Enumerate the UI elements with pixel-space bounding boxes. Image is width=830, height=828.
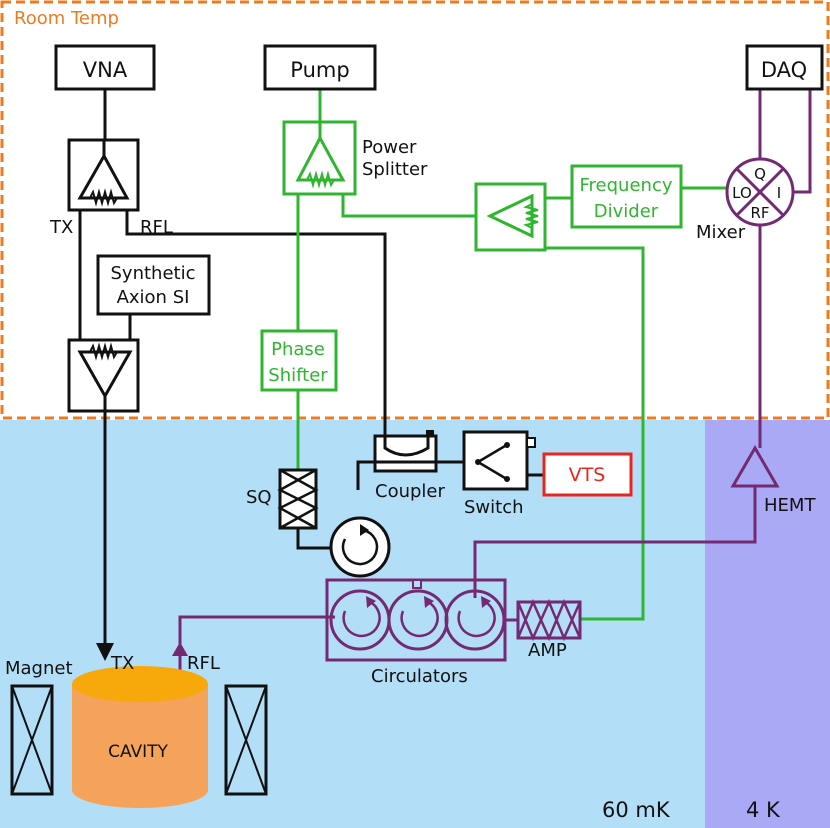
power-splitter <box>282 120 357 196</box>
zone-4k <box>705 420 830 828</box>
4k-label: 4 K <box>746 798 781 822</box>
vna-splitter <box>67 138 140 212</box>
mixer-lo-label: LO <box>732 184 752 202</box>
green-wiring <box>296 89 727 621</box>
magnet-left <box>10 684 54 796</box>
rfl-cavity-label: RFL <box>187 653 220 674</box>
black-wiring <box>78 89 544 661</box>
amp-label: AMP <box>528 640 567 661</box>
synthetic-label-1: Synthetic <box>111 263 196 284</box>
synthetic-axion-box[interactable]: Synthetic Axion SI <box>96 254 211 316</box>
power-splitter-label-2: Splitter <box>362 159 428 180</box>
coupler <box>373 430 438 473</box>
mixer-q-label: Q <box>754 165 766 183</box>
phase-label-1: Phase <box>271 339 325 360</box>
switch-label: Switch <box>464 497 524 518</box>
zone-room-temp <box>0 0 830 420</box>
pump-label: Pump <box>290 58 349 82</box>
synthetic-label-2: Axion SI <box>117 287 190 308</box>
green-splitter-right <box>474 182 547 252</box>
vts-box[interactable]: VTS <box>542 452 633 497</box>
rfl-top-label: RFL <box>140 217 173 238</box>
hemt-label: HEMT <box>764 495 816 516</box>
mixer-rf-label: RF <box>750 204 769 222</box>
circulators-label: Circulators <box>371 666 468 687</box>
circulators-block <box>325 578 507 662</box>
tx-cavity-label: TX <box>110 653 134 674</box>
power-splitter-label-1: Power <box>362 137 417 158</box>
sq-block <box>277 468 319 530</box>
circulator-single <box>329 516 391 578</box>
cavity-label: CAVITY <box>108 742 168 762</box>
magnet-right <box>224 684 268 796</box>
coupler-label: Coupler <box>375 481 445 502</box>
mixer-label: Mixer <box>696 222 746 243</box>
cavity: CAVITY <box>72 666 208 808</box>
purple-wiring <box>172 89 812 690</box>
frequency-divider-box[interactable]: Frequency Divider <box>570 164 683 229</box>
tx-top-label: TX <box>49 217 73 238</box>
magnet-label: Magnet <box>5 658 73 679</box>
vna-label: VNA <box>83 58 128 82</box>
phase-label-2: Shifter <box>268 365 328 386</box>
daq-box[interactable]: DAQ <box>745 44 824 91</box>
freq-divider-label-1: Frequency <box>580 175 673 196</box>
60mk-label: 60 mK <box>602 798 671 822</box>
mixer: Q I LO RF <box>725 157 795 227</box>
phase-shifter-box[interactable]: Phase Shifter <box>260 329 338 392</box>
mixer-i-label: I <box>777 184 781 202</box>
lower-combiner <box>67 338 140 413</box>
sq-label: SQ <box>246 487 272 508</box>
vts-label: VTS <box>569 464 606 486</box>
freq-divider-label-2: Divider <box>594 201 659 222</box>
pump-box[interactable]: Pump <box>263 44 377 91</box>
daq-label: DAQ <box>761 58 807 82</box>
switch-box[interactable] <box>462 430 536 491</box>
amp-block <box>516 598 582 642</box>
hemt-amplifier <box>730 445 780 488</box>
room-temp-label: Room Temp <box>14 8 119 29</box>
vna-box[interactable]: VNA <box>54 44 156 91</box>
